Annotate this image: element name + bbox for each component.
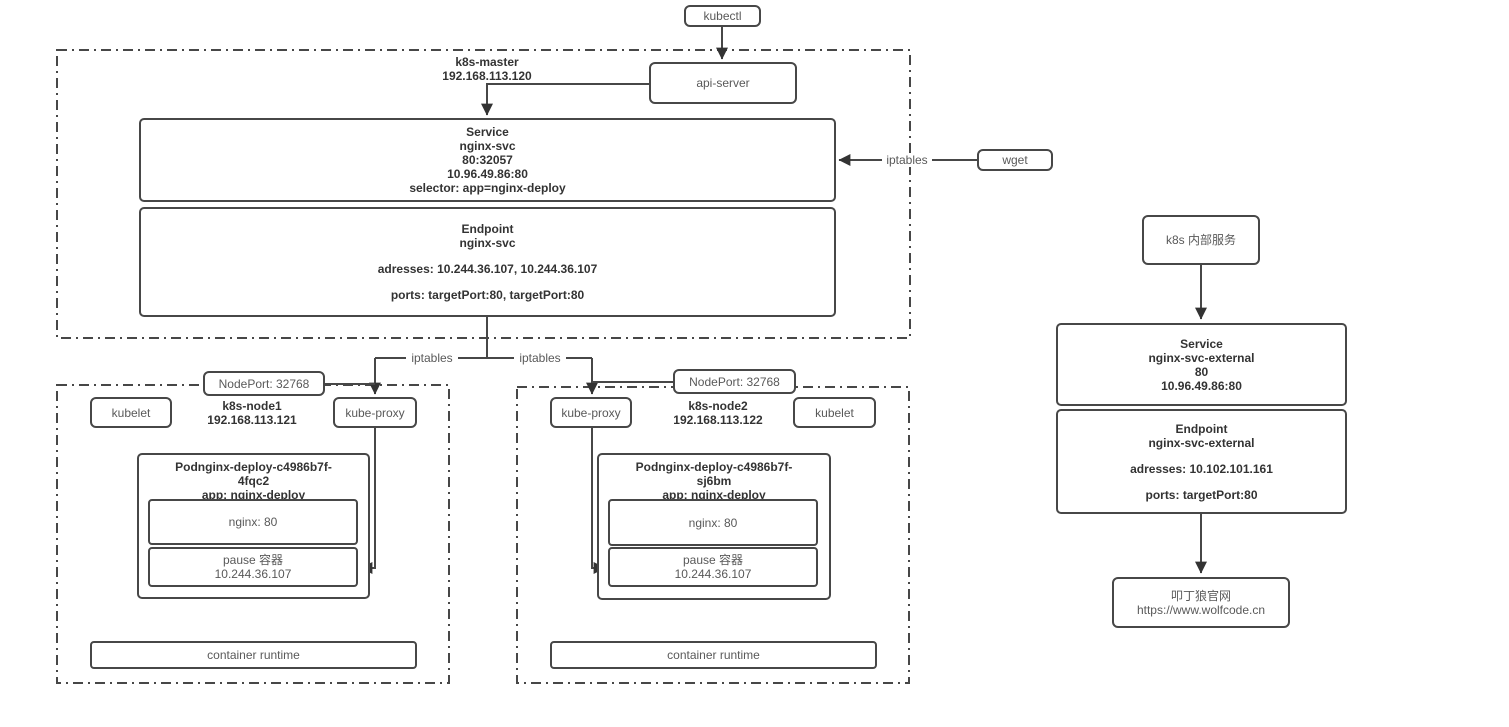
api-server-label: api-server bbox=[696, 76, 750, 90]
kubectl-box: kubectl bbox=[684, 5, 761, 27]
endpoint-external-box: Endpoint nginx-svc-external adresses: 10… bbox=[1056, 409, 1347, 514]
node1-container-runtime-label: container runtime bbox=[207, 648, 300, 662]
node1-nginx-label: nginx: 80 bbox=[228, 515, 278, 529]
endpoint-ports: ports: targetPort:80, targetPort:80 bbox=[390, 288, 585, 302]
node1-pod-title-line1: Podnginx-deploy-c4986b7f- bbox=[175, 460, 332, 474]
iptables-node1-label: iptables bbox=[406, 351, 458, 365]
node1-pause-container-box: pause 容器 10.244.36.107 bbox=[148, 547, 358, 587]
node1-name: k8s-node1 bbox=[222, 399, 282, 413]
node2-label: k8s-node2 192.168.113.122 bbox=[643, 399, 793, 427]
iptables-wget-label: iptables bbox=[882, 153, 932, 167]
node1-pod-app: app: nginx-deploy bbox=[201, 488, 306, 502]
node1-pause-ip: 10.244.36.107 bbox=[214, 567, 292, 581]
endpoint-external-name: nginx-svc-external bbox=[1148, 435, 1255, 450]
node1-kube-proxy-box: kube-proxy bbox=[333, 397, 417, 428]
node1-container-runtime-box: container runtime bbox=[90, 641, 417, 669]
service-external-clusterip: 10.96.49.86:80 bbox=[1161, 378, 1242, 393]
kubectl-label: kubectl bbox=[703, 9, 742, 23]
service-selector: selector: app=nginx-deploy bbox=[409, 181, 566, 195]
node2-cluster-border bbox=[516, 386, 910, 684]
service-external-box: Service nginx-svc-external 80 10.96.49.8… bbox=[1056, 323, 1347, 406]
internal-service-entry-label: k8s 内部服务 bbox=[1165, 233, 1236, 247]
node1-label: k8s-node1 192.168.113.121 bbox=[177, 399, 327, 427]
iptables-node2-label: iptables bbox=[514, 351, 566, 365]
node1-pod-title: Podnginx-deploy-c4986b7f- 4fqc2 app: ngi… bbox=[139, 460, 368, 502]
service-external-type: Service bbox=[1180, 336, 1223, 351]
endpoint-name: nginx-svc bbox=[459, 236, 516, 250]
node2-nginx-container-box: nginx: 80 bbox=[608, 499, 818, 546]
service-name: nginx-svc bbox=[459, 139, 516, 153]
internal-service-entry-box: k8s 内部服务 bbox=[1142, 215, 1260, 265]
endpoint-external-type: Endpoint bbox=[1175, 421, 1228, 436]
node2-nodeport-label: NodePort: 32768 bbox=[689, 374, 780, 389]
master-cluster-border bbox=[56, 49, 911, 339]
endpoint-external-addresses: adresses: 10.102.101.161 bbox=[1130, 461, 1273, 476]
master-ip: 192.168.113.120 bbox=[442, 68, 532, 83]
node2-pause-container-box: pause 容器 10.244.36.107 bbox=[608, 547, 818, 587]
node1-nodeport-box: NodePort: 32768 bbox=[203, 371, 325, 396]
service-clusterip: 10.96.49.86:80 bbox=[447, 167, 528, 181]
service-external-name: nginx-svc-external bbox=[1148, 350, 1255, 365]
node2-container-runtime-label: container runtime bbox=[667, 648, 760, 662]
node2-nodeport-box: NodePort: 32768 bbox=[673, 369, 796, 394]
website-box: 叩丁狼官网 https://www.wolfcode.cn bbox=[1112, 577, 1290, 628]
wget-label: wget bbox=[1002, 153, 1028, 167]
node2-pause-ip: 10.244.36.107 bbox=[674, 567, 752, 581]
wget-box: wget bbox=[977, 149, 1053, 171]
service-external-port: 80 bbox=[1194, 364, 1209, 379]
node2-name: k8s-node2 bbox=[688, 399, 748, 413]
node2-pod-title-line2: sj6bm bbox=[696, 474, 732, 488]
node1-kubelet-label: kubelet bbox=[111, 405, 151, 420]
node2-kube-proxy-box: kube-proxy bbox=[550, 397, 632, 428]
endpoint-external-ports: ports: targetPort:80 bbox=[1145, 487, 1258, 502]
node1-cluster-border bbox=[56, 384, 450, 684]
node2-nginx-label: nginx: 80 bbox=[688, 515, 738, 530]
master-name: k8s-master bbox=[455, 55, 519, 69]
master-label: k8s-master 192.168.113.120 bbox=[387, 55, 587, 83]
node2-pod-title: Podnginx-deploy-c4986b7f- sj6bm app: ngi… bbox=[599, 460, 829, 502]
api-server-box: api-server bbox=[649, 62, 797, 104]
node2-container-runtime-box: container runtime bbox=[550, 641, 877, 669]
node1-kube-proxy-label: kube-proxy bbox=[345, 405, 405, 420]
node2-kubelet-box: kubelet bbox=[793, 397, 876, 428]
website-url: https://www.wolfcode.cn bbox=[1136, 602, 1266, 617]
node2-kubelet-label: kubelet bbox=[815, 405, 854, 420]
service-type: Service bbox=[466, 125, 509, 139]
node2-ip: 192.168.113.122 bbox=[673, 412, 763, 427]
node2-pause-name: pause 容器 bbox=[682, 553, 744, 567]
service-nodeport: 80:32057 bbox=[462, 153, 513, 167]
endpoint-nginx-svc-box: Endpoint nginx-svc adresses: 10.244.36.1… bbox=[139, 207, 836, 317]
edge-apiserver-service bbox=[481, 83, 649, 116]
node1-nginx-container-box: nginx: 80 bbox=[148, 499, 358, 545]
node1-nodeport-label: NodePort: 32768 bbox=[218, 376, 310, 391]
node1-pause-name: pause 容器 bbox=[222, 553, 284, 567]
endpoint-type: Endpoint bbox=[461, 222, 514, 236]
node2-pod-title-line1: Podnginx-deploy-c4986b7f- bbox=[635, 460, 793, 474]
node2-kube-proxy-label: kube-proxy bbox=[561, 405, 621, 420]
endpoint-addresses: adresses: 10.244.36.107, 10.244.36.107 bbox=[377, 262, 598, 276]
node1-kubelet-box: kubelet bbox=[90, 397, 172, 428]
node2-pod-app: app: nginx-deploy bbox=[662, 488, 766, 502]
node1-ip: 192.168.113.121 bbox=[207, 412, 297, 427]
node1-pod-title-line2: 4fqc2 bbox=[237, 474, 270, 488]
service-nginx-svc-box: Service nginx-svc 80:32057 10.96.49.86:8… bbox=[139, 118, 836, 202]
website-name: 叩丁狼官网 bbox=[1170, 588, 1231, 603]
